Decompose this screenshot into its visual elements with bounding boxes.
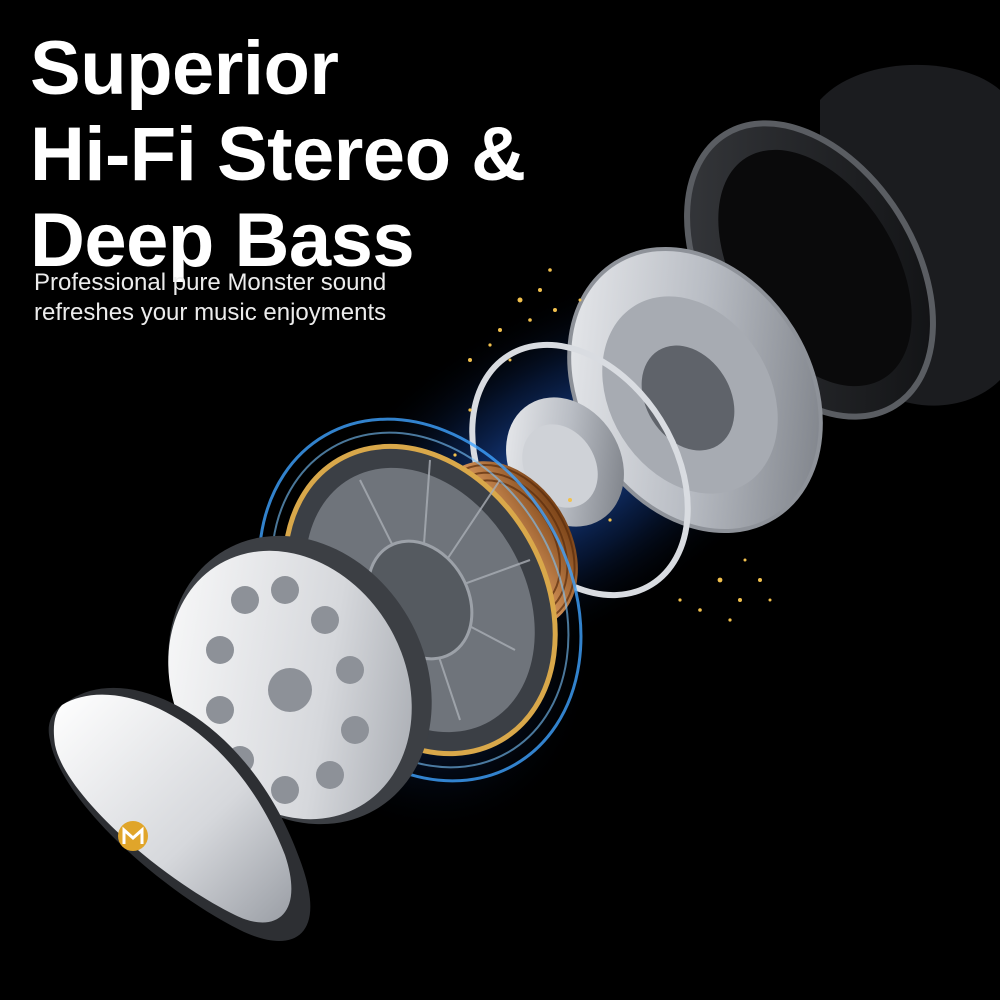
subtitle-line-1: Professional pure Monster sound xyxy=(34,269,387,296)
silver-cup-housing xyxy=(567,246,823,534)
monster-m-logo-icon xyxy=(118,821,148,851)
white-faceplate-cap xyxy=(48,687,311,942)
gold-sparkles xyxy=(453,268,772,622)
headline: Superior Hi-Fi Stereo & Deep Bass xyxy=(30,26,526,284)
headline-line-3: Deep Bass xyxy=(30,198,415,283)
subtitle-line-2: refreshes your music enjoyments xyxy=(34,299,387,326)
headline-line-2: Hi-Fi Stereo & xyxy=(30,112,526,197)
subtitle: Professional pure Monster sound refreshe… xyxy=(34,268,386,328)
headline-line-1: Superior xyxy=(30,26,339,111)
